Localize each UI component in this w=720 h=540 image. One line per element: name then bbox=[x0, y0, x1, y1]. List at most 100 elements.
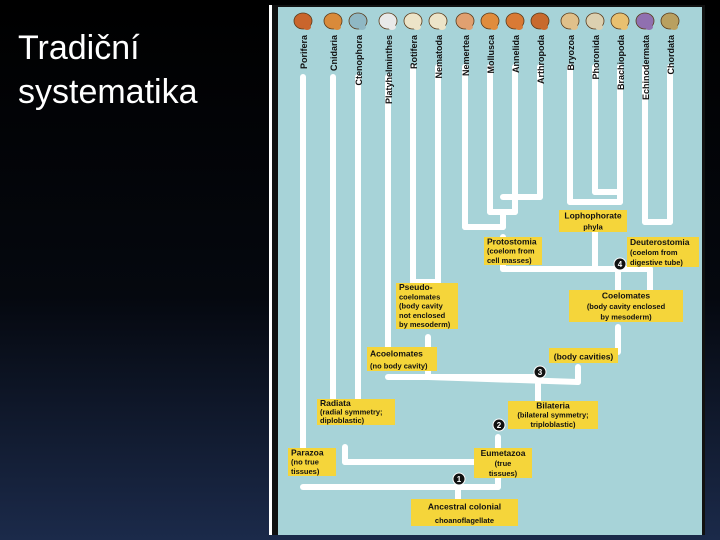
group-label-line: by mesoderm) bbox=[399, 320, 451, 329]
animal-ctenophora bbox=[348, 12, 368, 30]
animal-nemertea bbox=[455, 12, 475, 30]
animal-brachiopoda bbox=[610, 12, 630, 30]
group-label-radiata: Radiata(radial symmetry;diploblastic) bbox=[317, 398, 395, 425]
clade-markers: 1 2 3 4 bbox=[452, 257, 627, 486]
group-label-box bbox=[549, 348, 618, 363]
animal-mollusca bbox=[480, 12, 500, 30]
phylum-label-cnidaria: Cnidaria bbox=[329, 34, 339, 71]
group-label-line: Acoelomates bbox=[370, 348, 423, 358]
group-label-bilateria: Bilateria(bilateral symmetry;triploblast… bbox=[508, 400, 598, 429]
group-label-line: phyla bbox=[583, 223, 603, 232]
phylum-label-arthropoda: Arthropoda bbox=[536, 34, 546, 84]
group-label-box bbox=[317, 399, 395, 425]
animal-rotifera bbox=[403, 12, 423, 30]
phylum-label-nematoda: Nematoda bbox=[434, 34, 444, 79]
phylum-label-chordata: Chordata bbox=[666, 34, 676, 74]
phylum-label-porifera: Porifera bbox=[299, 34, 309, 69]
group-label-line: (no true bbox=[291, 458, 319, 467]
group-label-line: (bilateral symmetry; bbox=[517, 411, 588, 420]
group-label-ancestor: Ancestral colonial choanoflagellate bbox=[411, 499, 518, 526]
phylum-label-bryozoa: Bryozoa bbox=[566, 34, 576, 71]
group-label-box bbox=[474, 448, 532, 478]
tree-branches bbox=[300, 64, 673, 508]
animal-chordata bbox=[660, 12, 680, 30]
group-label-box bbox=[559, 210, 627, 232]
group-label-line: triploblastic) bbox=[530, 420, 576, 429]
animal-cnidaria bbox=[323, 12, 343, 30]
group-label-line: Ancestral colonial bbox=[428, 502, 501, 512]
group-label-line: tissues) bbox=[291, 467, 320, 476]
animal-nematoda bbox=[428, 12, 448, 30]
group-label-line: (no body cavity) bbox=[370, 361, 428, 370]
slide-title: Tradiční systematika bbox=[18, 26, 268, 114]
clade-marker-number: 2 bbox=[497, 421, 502, 430]
clade-marker-number: 3 bbox=[538, 368, 543, 377]
group-label-line: coelomates bbox=[399, 292, 440, 301]
group-label-line: (coelom from bbox=[487, 247, 535, 256]
group-label-line: Lophophorate bbox=[564, 211, 621, 221]
group-label-line: Protostomia bbox=[487, 236, 537, 246]
group-label-line: Bilateria bbox=[536, 400, 570, 410]
phylum-label-annelida: Annelida bbox=[511, 34, 521, 73]
group-label-box bbox=[508, 401, 598, 429]
group-label-line: by mesoderm) bbox=[600, 313, 652, 322]
group-label-acoelomates: Acoelomates (no body cavity) bbox=[367, 347, 437, 371]
phylum-label-phoronida: Phoronida bbox=[591, 34, 601, 79]
group-label-line: Radiata bbox=[320, 398, 351, 408]
group-label-box bbox=[569, 290, 683, 322]
group-label-box bbox=[484, 237, 542, 265]
group-label-line: Eumetazoa bbox=[481, 448, 526, 458]
group-label-box bbox=[396, 283, 458, 329]
group-label-line: (coelom from bbox=[630, 248, 678, 257]
animal-phoronida bbox=[585, 12, 605, 30]
group-label-line: cell masses) bbox=[487, 256, 532, 265]
group-label-box bbox=[288, 448, 336, 476]
group-label-line: Coelomates bbox=[602, 290, 650, 300]
group-label-line: digestive tube) bbox=[630, 258, 683, 267]
phylum-label-ctenophora: Ctenophora bbox=[354, 34, 364, 85]
group-label-line: (true bbox=[495, 459, 512, 468]
clade-marker-number: 1 bbox=[457, 475, 462, 484]
clade-marker-4: 4 bbox=[613, 257, 627, 271]
animal-bryozoa bbox=[560, 12, 580, 30]
clade-marker-2: 2 bbox=[492, 418, 506, 432]
animal-annelida bbox=[505, 12, 525, 30]
animal-arthropoda bbox=[530, 12, 550, 30]
group-label-line: diploblastic) bbox=[320, 416, 365, 425]
group-label-box bbox=[627, 237, 699, 267]
group-label-box bbox=[411, 499, 518, 526]
group-label-body-cavities: (body cavities) bbox=[549, 348, 618, 363]
group-label-coelomates: Coelomates (body cavity enclosed by mesode… bbox=[569, 290, 683, 322]
animal-porifera bbox=[293, 12, 313, 30]
group-label-line: (radial symmetry; bbox=[320, 407, 383, 416]
group-label-line: choanoflagellate bbox=[435, 516, 494, 525]
group-label-box bbox=[367, 347, 437, 371]
group-label-line: Deuterostomia bbox=[630, 237, 690, 247]
phylum-label-echinodermata: Echinodermata bbox=[641, 34, 651, 100]
animal-echinodermata bbox=[635, 12, 655, 30]
phylum-label-rotifera: Rotifera bbox=[409, 34, 419, 69]
group-label-line: (body cavities) bbox=[554, 352, 614, 362]
phylum-label-brachiopoda: Brachiopoda bbox=[616, 34, 626, 90]
animal-platyhelminthes bbox=[378, 12, 398, 30]
group-label-lophophorate: Lophophorate phyla bbox=[559, 210, 627, 232]
clade-marker-number: 4 bbox=[618, 260, 623, 269]
group-label-line: not enclosed bbox=[399, 311, 446, 320]
group-label-line: tissues) bbox=[489, 469, 518, 478]
group-label-line: (body cavity enclosed bbox=[587, 302, 666, 311]
phylum-label-mollusca: Mollusca bbox=[486, 34, 496, 74]
animal-illustrations bbox=[293, 12, 680, 30]
clade-marker-1: 1 bbox=[452, 472, 466, 486]
slide-title-line-1: Tradiční bbox=[18, 29, 140, 67]
group-label-line: Parazoa bbox=[291, 447, 324, 457]
clade-marker-3: 3 bbox=[533, 365, 547, 379]
phylum-label-nemertea: Nemertea bbox=[461, 34, 471, 76]
